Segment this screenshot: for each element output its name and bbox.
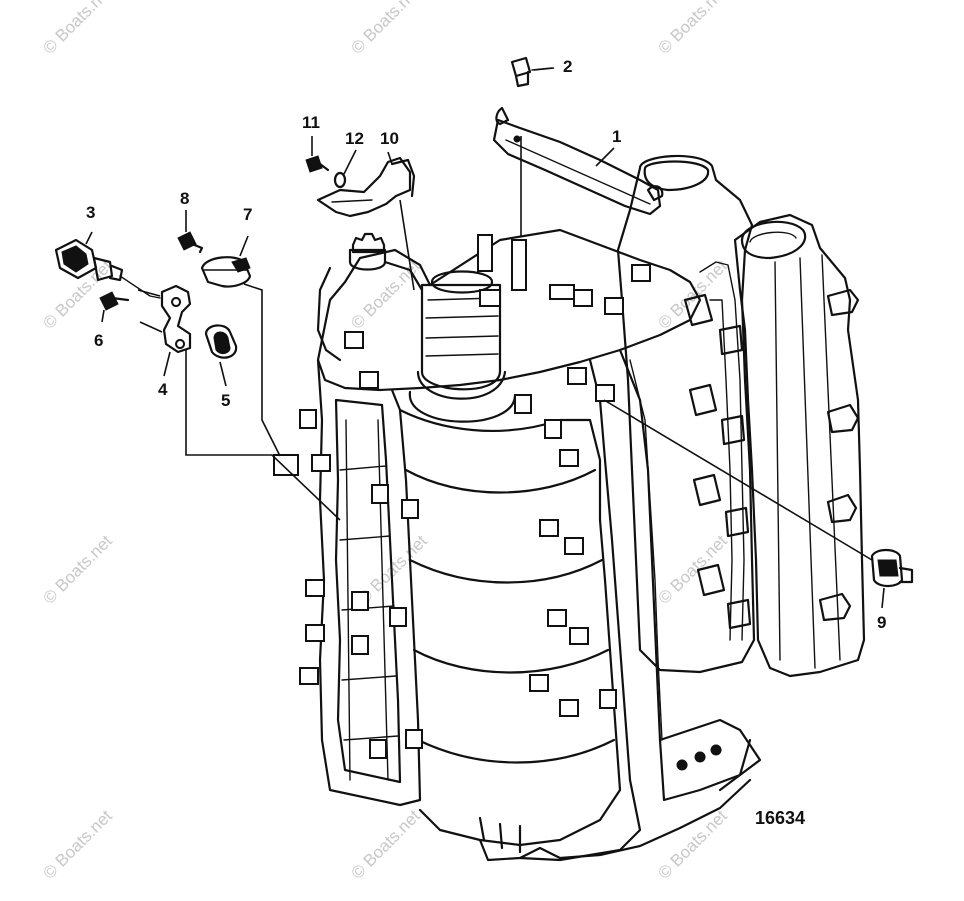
part-10-bracket-plate: [316, 156, 416, 218]
part-1-bracket: [492, 106, 664, 216]
callout-3: 3: [86, 203, 95, 222]
callout-10: 10: [380, 129, 399, 148]
part-4-bracket: [160, 284, 192, 354]
callouts: 1 2 3 4 5 6 7 8 9 10 11 12: [86, 57, 886, 632]
callout-2: 2: [563, 57, 572, 76]
block-bolt-bosses: [273, 234, 651, 759]
cylinder-block-drawing: [273, 154, 866, 862]
callout-1: 1: [612, 127, 621, 146]
watermark: © Boats.net: [654, 0, 731, 58]
figure-number: 16634: [755, 808, 805, 828]
part-7-clip: [200, 256, 252, 288]
callout-4: 4: [158, 380, 168, 399]
exhaust-manifold: [733, 213, 866, 678]
part-3-sensor: [54, 238, 161, 299]
watermark: © Boats.net: [347, 0, 424, 58]
watermark: © Boats.net: [654, 806, 731, 883]
part-12-washer: [333, 171, 347, 189]
callout-8: 8: [180, 189, 189, 208]
cylinder-head: [616, 154, 756, 674]
watermark: © Boats.net: [39, 0, 116, 58]
part-8-screw: [177, 231, 204, 254]
part-9-sender: [870, 548, 914, 588]
callout-11: 11: [302, 113, 320, 132]
callout-7: 7: [243, 205, 252, 224]
watermark: © Boats.net: [39, 531, 116, 608]
watermark: © Boats.net: [347, 806, 424, 883]
watermark: © Boats.net: [39, 806, 116, 883]
callout-9: 9: [877, 613, 886, 632]
leader-lines: [85, 67, 885, 609]
callout-5: 5: [221, 391, 230, 410]
part-11-screw: [305, 155, 330, 173]
part-5-grommet: [204, 324, 238, 359]
callout-6: 6: [94, 331, 103, 350]
callout-12: 12: [345, 129, 364, 148]
block-body: [316, 228, 762, 862]
part-6-screw: [99, 291, 130, 311]
part-2-screw: [510, 56, 553, 88]
